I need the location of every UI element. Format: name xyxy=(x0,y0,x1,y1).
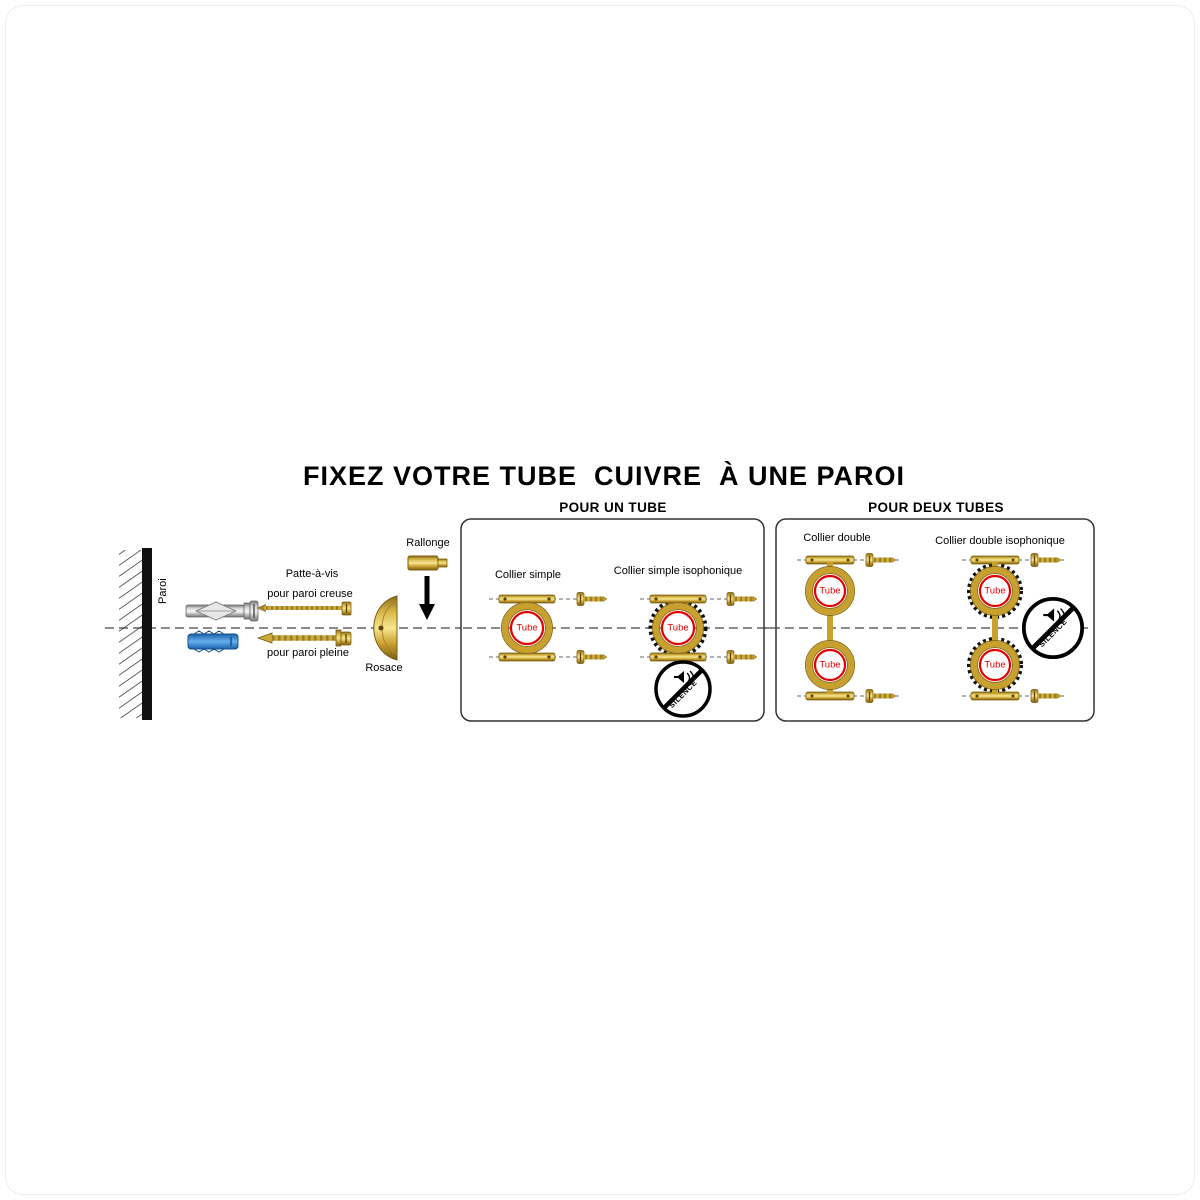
tube-label: Tube xyxy=(667,622,689,634)
paroi-creuse-label: pour paroi creuse xyxy=(267,588,353,600)
down-arrow-icon xyxy=(419,576,435,620)
hollow-wall-anchor-graphic xyxy=(185,600,259,622)
tube-label: Tube xyxy=(984,585,1006,597)
section-single-header: POUR UN TUBE xyxy=(559,500,667,515)
collier-simple-label: Collier simple xyxy=(494,569,562,581)
rallonge-label: Rallonge xyxy=(406,537,450,549)
wall-graphic xyxy=(119,548,152,720)
paroi-pleine-label: pour paroi pleine xyxy=(267,647,349,659)
tube-label: Tube xyxy=(819,659,841,671)
wood-screw-graphic xyxy=(256,629,352,647)
tube-label: Tube xyxy=(984,659,1006,671)
rallonge-graphic xyxy=(407,555,448,571)
tube-label: Tube xyxy=(819,585,841,597)
machine-screw-graphic xyxy=(256,601,352,616)
page-title: FIXEZ VOTRE TUBE CUIVRE À UNE PAROI xyxy=(302,461,906,491)
collier-simple-graphic xyxy=(489,593,607,664)
rosace-label: Rosace xyxy=(365,662,403,674)
wall-label: Paroi xyxy=(157,578,169,604)
collier-double-iso-label: Collier double isophonique xyxy=(935,535,1065,547)
wall-plug-graphic xyxy=(187,630,239,653)
collier-double-label: Collier double xyxy=(803,532,871,544)
rosace-graphic xyxy=(373,595,398,661)
collier-double-graphic xyxy=(797,554,902,703)
collier-double-isophonique-graphic xyxy=(962,554,1067,703)
collier-simple-iso-label: Collier simple isophonique xyxy=(613,565,743,577)
patte-a-vis-label: Patte-à-vis xyxy=(285,568,339,580)
section-double-header: POUR DEUX TUBES xyxy=(868,500,1004,515)
collier-simple-isophonique-graphic xyxy=(640,593,757,664)
tube-label: Tube xyxy=(516,622,538,634)
